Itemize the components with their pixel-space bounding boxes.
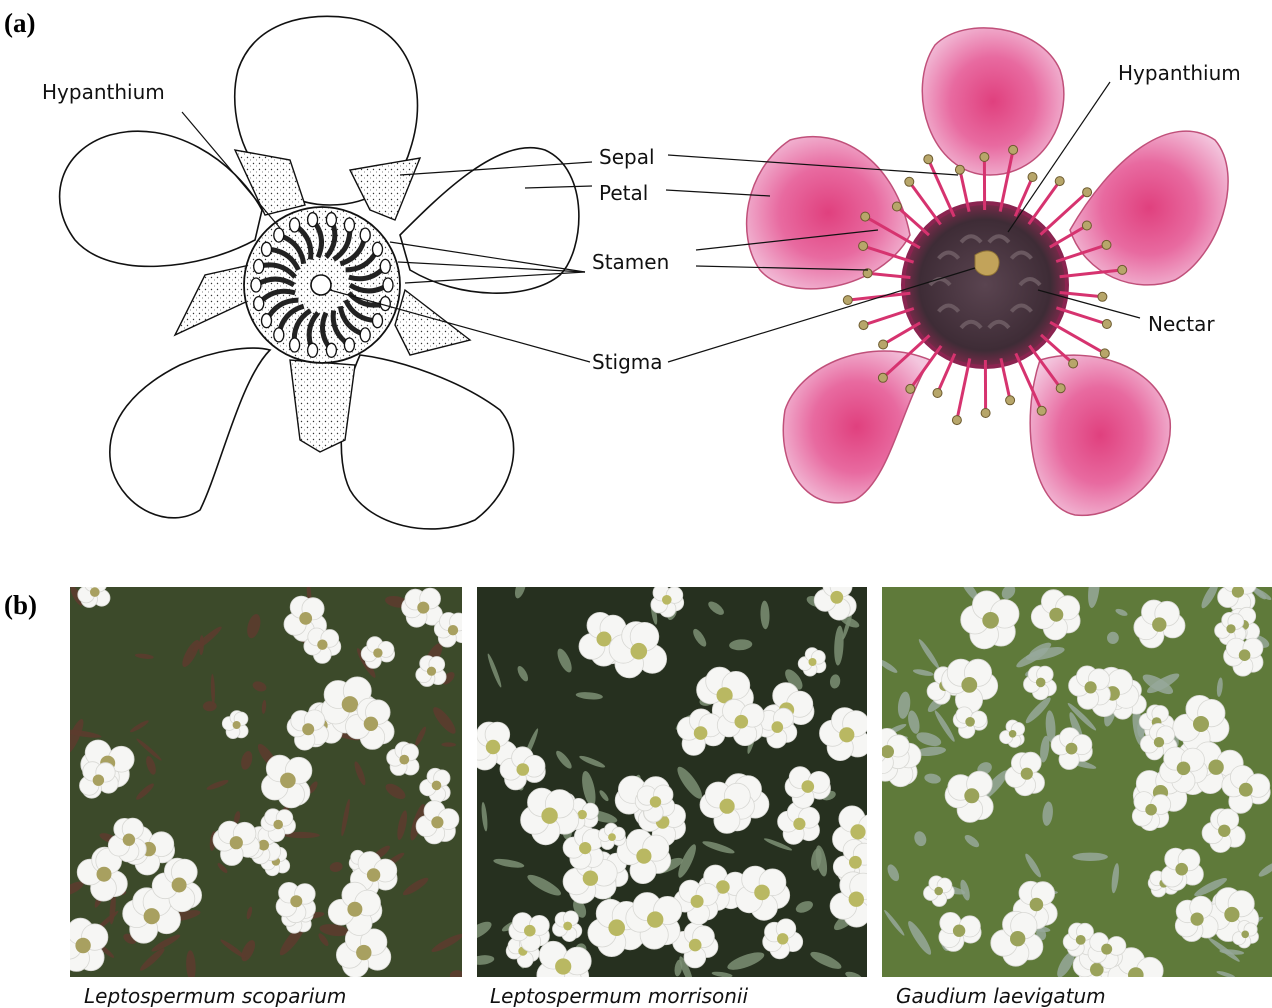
photo-anther xyxy=(1100,349,1109,358)
drawing-anther xyxy=(308,213,318,227)
photo-anther xyxy=(859,242,868,251)
photo-hypanthium-center xyxy=(903,203,1067,367)
photo-filament xyxy=(848,293,911,300)
photo-stigma xyxy=(975,251,999,276)
photo-anther xyxy=(859,321,868,330)
drawing-anther xyxy=(344,218,354,232)
drawing-anther xyxy=(274,228,284,242)
photo-anther xyxy=(1102,320,1111,329)
photo-flower xyxy=(1175,896,1218,941)
photo-anther xyxy=(924,155,933,164)
caption-gaudium-laevigatum: Gaudium laevigatum xyxy=(896,984,1106,1008)
photo-flower xyxy=(416,656,446,687)
photo-leptospermum-morrisonii xyxy=(477,587,867,977)
photo-flower xyxy=(80,762,119,799)
photo-anther xyxy=(905,177,914,186)
photo-filament xyxy=(938,354,955,393)
drawing-anther xyxy=(380,297,390,311)
drawing-anther xyxy=(360,328,370,342)
drawing-anther xyxy=(380,259,390,273)
drawing-anther xyxy=(290,338,300,352)
photo-filament xyxy=(909,182,940,225)
drawing-anther xyxy=(326,343,336,357)
photo-flower xyxy=(78,587,110,608)
photo-filament xyxy=(1015,177,1032,216)
photo-anther xyxy=(1028,173,1037,182)
photo-anther xyxy=(892,202,901,211)
photo-anther xyxy=(1056,384,1065,393)
drawing-petal-left xyxy=(60,131,262,266)
photo-petal-right xyxy=(1070,131,1228,285)
photo-filament xyxy=(883,323,920,345)
photo-anther xyxy=(980,153,989,162)
drawing-anther xyxy=(383,278,393,292)
photo-petal-bottom-left xyxy=(783,351,930,503)
label-stigma: Stigma xyxy=(592,350,663,374)
caption-leptospermum-scoparium: Leptospermum scoparium xyxy=(84,984,346,1008)
photo-petal-top xyxy=(922,28,1064,175)
photo-anther xyxy=(933,389,942,398)
drawing-anther xyxy=(326,213,336,227)
photo-anther xyxy=(1098,292,1107,301)
label-hypanthium-drawing: Hypanthium xyxy=(42,80,165,104)
photo-anther xyxy=(1006,396,1015,405)
drawing-sepal-bottom xyxy=(290,360,355,452)
photo-filament xyxy=(864,309,914,326)
photo-filament xyxy=(1029,181,1060,224)
label-sepal: Sepal xyxy=(599,145,655,169)
drawing-anther xyxy=(344,338,354,352)
photo-petal-left xyxy=(747,137,910,289)
flower-line-drawing xyxy=(0,0,1272,560)
drawing-petal-bottom-left xyxy=(110,348,270,518)
label-hypanthium-photo: Hypanthium xyxy=(1118,61,1241,85)
drawing-anther xyxy=(373,314,383,328)
label-stamen: Stamen xyxy=(592,250,669,274)
label-nectar: Nectar xyxy=(1148,312,1215,336)
photo-anther xyxy=(1083,188,1092,197)
photo-anther xyxy=(981,409,990,418)
drawing-stigma xyxy=(311,275,331,295)
photo-anther xyxy=(1102,240,1111,249)
drawing-petal-bottom-right xyxy=(341,355,513,529)
drawing-anther xyxy=(254,297,264,311)
photo-anther xyxy=(861,212,870,221)
photo-anther xyxy=(952,416,961,425)
photo-anther xyxy=(1118,265,1127,274)
photo-anther xyxy=(879,340,888,349)
photo-leptospermum-scoparium xyxy=(70,587,462,977)
photo-petal-bottom-right xyxy=(1030,355,1170,515)
drawing-anther xyxy=(360,228,370,242)
caption-leptospermum-morrisonii: Leptospermum morrisonii xyxy=(490,984,748,1008)
photo-anther xyxy=(843,296,852,305)
drawing-anther xyxy=(373,242,383,256)
photo-anther xyxy=(1082,221,1091,230)
drawing-anther xyxy=(262,314,272,328)
photo-anther xyxy=(906,384,915,393)
drawing-anther xyxy=(251,278,261,292)
drawing-sepal-left xyxy=(175,265,250,335)
drawing-sepal-right xyxy=(395,290,470,355)
photo-gaudium-laevigatum xyxy=(882,587,1272,977)
photo-anther xyxy=(955,165,964,174)
photo-anther xyxy=(1037,406,1046,415)
drawing-anther xyxy=(254,259,264,273)
photo-flower xyxy=(402,588,443,627)
drawing-anther xyxy=(290,218,300,232)
panel-label-b: (b) xyxy=(4,590,37,621)
label-petal: Petal xyxy=(599,181,648,205)
photo-leaf xyxy=(1073,853,1108,861)
photo-filament xyxy=(957,358,970,420)
drawing-anther xyxy=(274,328,284,342)
photo-flower xyxy=(1161,848,1203,890)
photo-filament xyxy=(928,159,954,216)
photo-anther xyxy=(878,373,887,382)
photo-anther xyxy=(1055,177,1064,186)
photo-filament xyxy=(1056,308,1107,324)
photo-flower xyxy=(70,918,108,971)
photo-flower xyxy=(1132,792,1170,831)
drawing-anther xyxy=(308,343,318,357)
photo-anther xyxy=(1009,145,1018,154)
photo-anther xyxy=(1069,359,1078,368)
drawing-anther xyxy=(262,242,272,256)
